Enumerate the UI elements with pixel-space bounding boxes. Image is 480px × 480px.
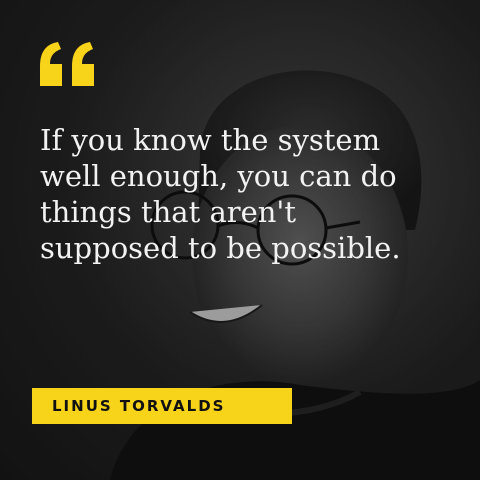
quote-line: well enough, you can do — [40, 159, 397, 193]
double-quote-icon — [40, 42, 94, 86]
quote-text: If you know the system well enough, you … — [40, 122, 460, 266]
author-badge: LINUS TORVALDS — [32, 388, 292, 424]
quote-line: things that aren't — [40, 195, 297, 229]
quote-line: supposed to be possible. — [40, 231, 401, 265]
author-name: LINUS TORVALDS — [52, 397, 226, 415]
quote-line: If you know the system — [40, 123, 381, 157]
